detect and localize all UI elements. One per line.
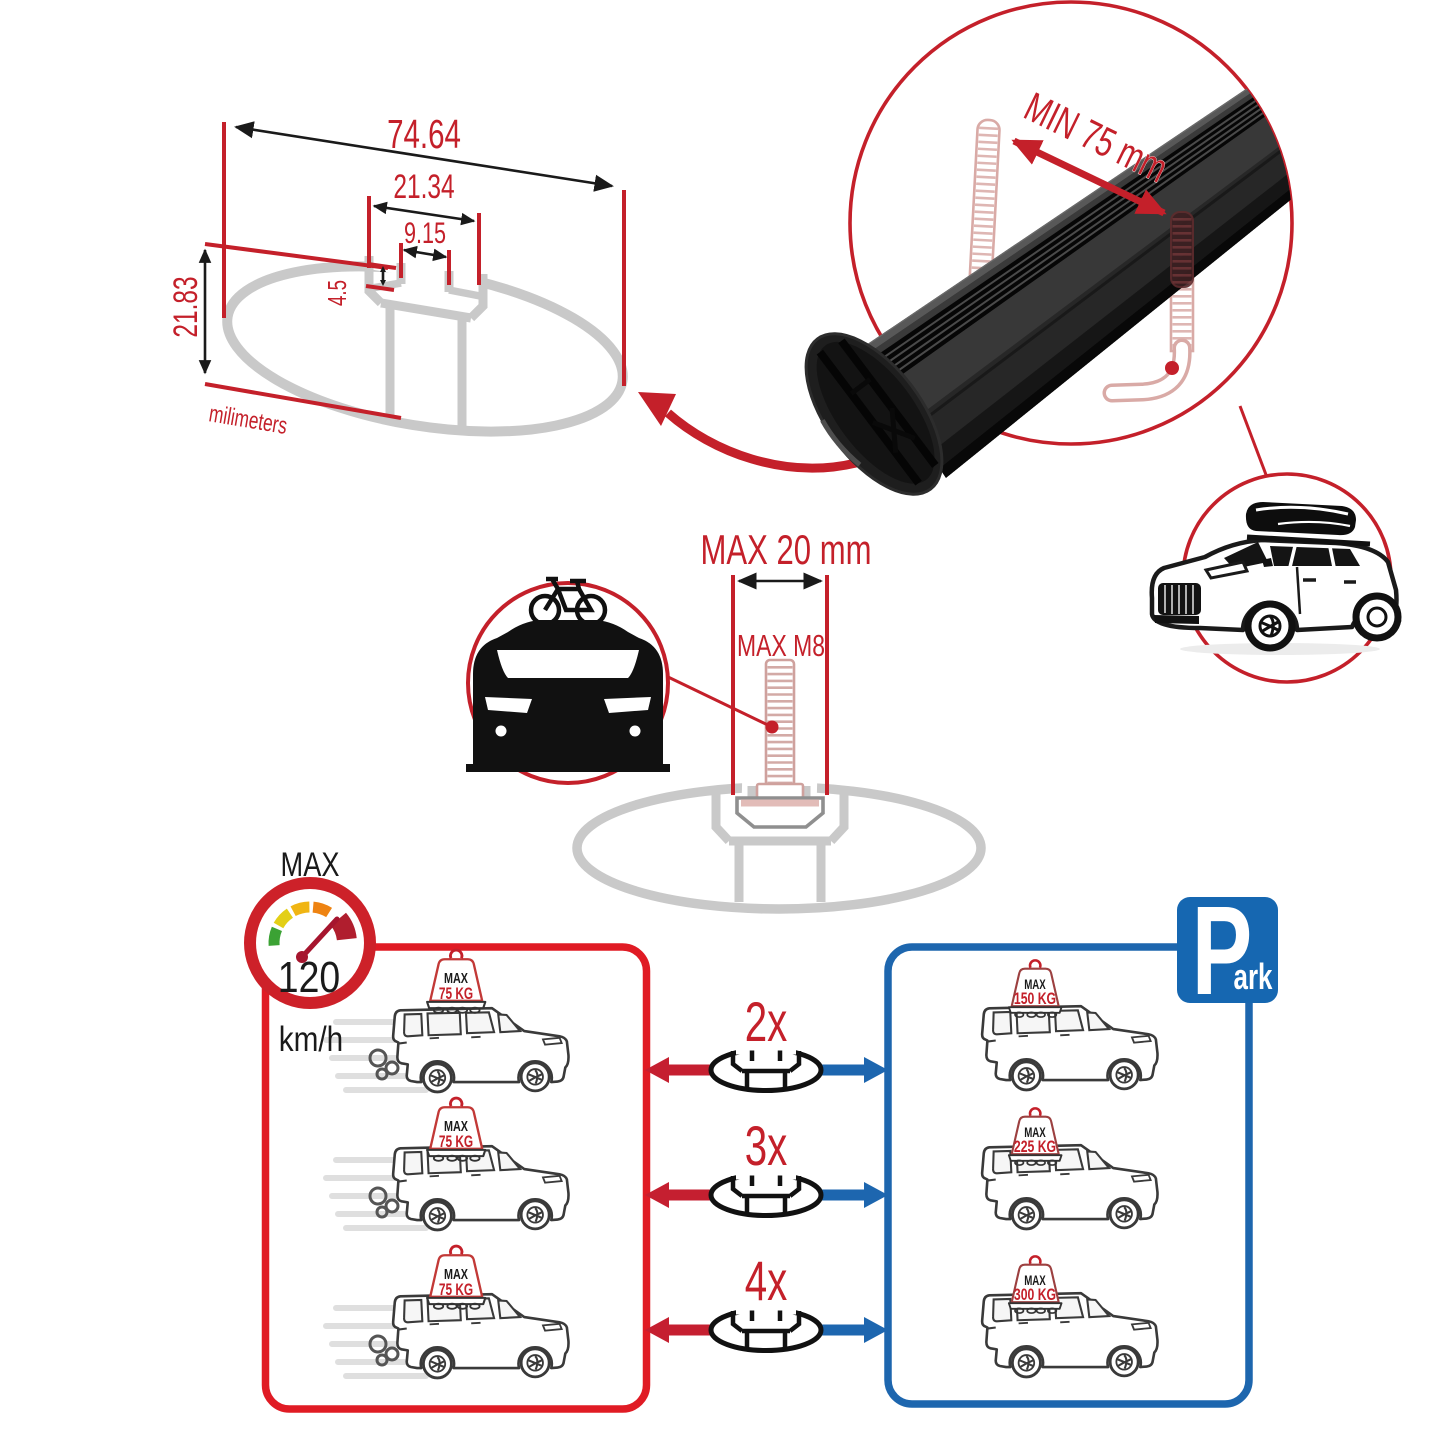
svg-text:MAX: MAX [444, 969, 468, 986]
svg-text:ark: ark [1234, 957, 1273, 997]
svg-text:P: P [1192, 882, 1253, 1022]
svg-text:300 KG: 300 KG [1014, 1286, 1056, 1304]
svg-text:120: 120 [278, 952, 340, 1002]
svg-text:2x: 2x [745, 992, 788, 1054]
svg-text:MAX: MAX [1024, 1126, 1046, 1141]
svg-text:km/h: km/h [279, 1020, 343, 1059]
svg-text:75 KG: 75 KG [439, 985, 473, 1003]
svg-text:9.15: 9.15 [404, 215, 446, 249]
svg-text:4x: 4x [745, 1251, 788, 1313]
svg-text:21.83: 21.83 [167, 276, 205, 337]
svg-text:MAX M8: MAX M8 [737, 628, 825, 663]
svg-text:MAX: MAX [1024, 1274, 1046, 1289]
svg-text:225 KG: 225 KG [1014, 1138, 1056, 1156]
svg-text:75 KG: 75 KG [439, 1281, 473, 1299]
svg-text:4.5: 4.5 [322, 280, 352, 306]
svg-text:MAX: MAX [444, 1265, 468, 1282]
svg-text:3x: 3x [745, 1116, 788, 1178]
svg-text:21.34: 21.34 [393, 168, 454, 206]
svg-text:74.64: 74.64 [387, 111, 461, 157]
svg-text:MAX 20 mm: MAX 20 mm [701, 526, 872, 573]
svg-text:150 KG: 150 KG [1014, 990, 1056, 1008]
svg-text:MAX: MAX [444, 1117, 468, 1134]
svg-text:MAX: MAX [1024, 978, 1046, 993]
svg-text:75 KG: 75 KG [439, 1133, 473, 1151]
